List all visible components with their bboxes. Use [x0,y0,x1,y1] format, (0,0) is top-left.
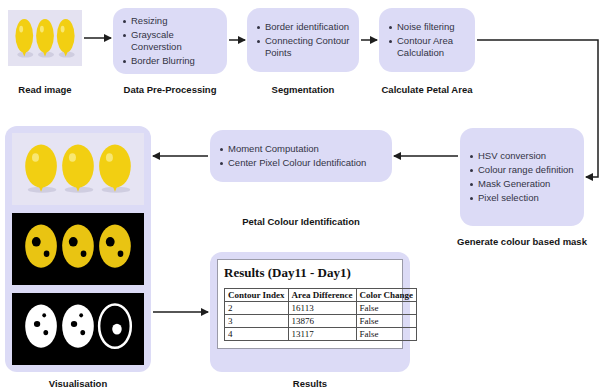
stage-caption: Visualisation [0,378,181,389]
mask-hole [69,237,78,247]
stage-caption: Data Pre-Processing [83,84,257,95]
bullet-item: Noise filtering [387,21,468,33]
table-cell: 16113 [288,302,356,315]
mask-hole [118,250,124,256]
results-title: Results (Day11 - Day1) [224,265,396,281]
balloon [15,19,33,53]
table-row: 313876False [225,315,417,328]
mask-hole [44,250,50,256]
contour-blob [62,305,94,348]
flow-arrow [229,39,245,41]
table-row: 216113False [225,302,417,315]
mask-hole [81,250,87,256]
balloon-shadow [59,52,75,58]
mask-hole [32,237,41,247]
flow-arrow [153,155,208,157]
balloon-highlight [61,26,65,33]
balloon-highlight [19,26,23,33]
bullet-item: Connecting Contour Points [255,35,352,59]
process-box: HSV conversionColour range definitionMas… [460,128,584,226]
table-cell: False [356,302,417,315]
contour-hole [80,330,85,335]
bullet-item: Contour Area Calculation [387,35,468,59]
table-cell: 13117 [288,328,356,341]
table-header: Contour Index [225,289,289,302]
contour-hole [43,330,48,335]
table-body: Contour IndexArea DifferenceColor Change… [225,289,417,341]
contour-hole [34,321,40,327]
bullet-item: Grayscale Converstion [121,29,220,53]
stage-caption: Read image [0,84,112,95]
table-row: Contour IndexArea DifferenceColor Change [225,289,417,302]
process-box: Border identificationConnecting Contour … [247,8,359,72]
flow-arrow [394,155,458,157]
contour-hole [79,313,83,317]
flow-arrow [153,311,208,313]
balloon-highlight [40,26,44,33]
result-images [5,126,151,372]
bullet-item: Pixel selection [468,192,577,204]
results-page: Results (Day11 - Day1) Contour IndexArea … [217,259,403,349]
bullet-item: HSV conversion [468,150,577,162]
balloon [62,145,94,188]
table-header: Color Change [356,289,417,302]
stage-caption: Petal Colour Identification [180,216,422,227]
process-box: ResizingGrayscale ConverstionBorder Blur… [113,8,227,74]
results-panel: Results (Day11 - Day1) Contour IndexArea … [210,252,410,372]
table-header: Area Difference [288,289,356,302]
mask-blob [62,225,94,268]
results-table: Contour IndexArea DifferenceColor Change… [224,288,417,341]
balloon-shadow [17,52,33,58]
process-box: Moment ComputationCenter Pixel Colour Id… [210,130,392,182]
mask-hole [106,237,115,247]
balloon-shadow [38,52,54,58]
table-cell: 3 [225,315,289,328]
balloon-highlight [106,153,113,162]
balloon-photo [8,10,82,66]
flow-arrow [84,37,111,39]
bullet-item: Center Pixel Colour Identification [218,157,385,169]
contour-hole [71,321,77,327]
visualisation-panel: Visualisation [5,126,151,372]
process-box: Noise filteringContour Area CalculationC… [379,8,475,72]
flow-arrow [361,39,377,41]
contour-blob [25,305,57,348]
balloon [57,19,75,53]
stage-caption: Calculate Petal Area [349,84,505,95]
table-cell: False [356,328,417,341]
table-cell: 2 [225,302,289,315]
mask-blob [99,225,131,268]
stage-caption: Segmentation [217,84,389,95]
image-ground [8,10,82,66]
contour-blob [112,324,122,335]
bullet-item: Moment Computation [218,143,385,155]
contour-ring [99,305,131,348]
bullet-item: Resizing [121,15,220,27]
table-cell: 13876 [288,315,356,328]
image-ground [12,133,144,205]
table-row: 413117False [225,328,417,341]
balloon-highlight [32,153,39,162]
contour-hole [42,313,46,317]
image-ground [12,213,144,285]
bullet-item: Border Blurring [121,55,220,67]
balloon [25,145,57,188]
image-ground [12,293,144,365]
balloon [99,145,131,188]
table-cell: False [356,315,417,328]
bullet-item: Mask Generation [468,178,577,190]
bullet-item: Colour range definition [468,164,577,176]
balloon [36,19,54,53]
stage-caption: Generate colour based mask [430,236,609,247]
table-cell: 4 [225,328,289,341]
stage-caption: Results [180,378,440,389]
balloon-highlight [69,153,76,162]
mask-blob [25,225,57,268]
input-image: Read image [8,10,82,66]
bullet-item: Border identification [255,21,352,33]
